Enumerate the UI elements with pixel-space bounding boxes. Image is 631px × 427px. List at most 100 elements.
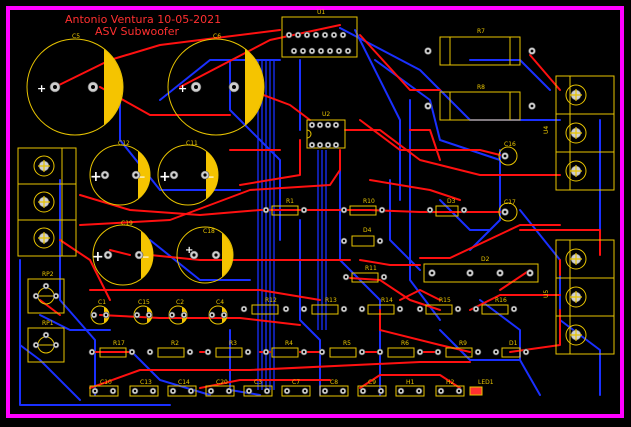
pad-hole (305, 33, 309, 37)
terminal-block-left (17, 147, 77, 257)
label-C20: C20 (216, 379, 228, 386)
pad-hole (426, 104, 430, 108)
screw-slot (570, 329, 582, 341)
small-caps-row: C1 C15 C2 C4 (90, 299, 228, 325)
pad-hole (44, 284, 48, 288)
pad-hole (284, 307, 288, 311)
pad-hole (222, 313, 226, 317)
pad-hole (418, 307, 422, 311)
pad-hole (418, 350, 422, 354)
pad-hole (104, 313, 108, 317)
pad-hole (318, 143, 322, 147)
bottom-caps-row: C10 C13 C14 C20 C3 C7 C8 C9 H1 H2 LED1 (89, 379, 494, 397)
pad-hole (530, 49, 534, 53)
pad-hole (247, 389, 251, 393)
plus-sign: + (159, 169, 171, 185)
pad-hole (188, 350, 192, 354)
pad-hole (209, 389, 213, 393)
terminal-screw (565, 286, 587, 308)
component-pads (32, 31, 587, 395)
terminal-screw (565, 248, 587, 270)
label-R11: R11 (365, 265, 377, 272)
label-C12: C12 (118, 140, 130, 147)
terminal-screw (565, 324, 587, 346)
pad-hole (378, 350, 382, 354)
capacitor-C18: + C18 (176, 226, 234, 284)
label-C8: C8 (330, 379, 338, 386)
pad-hole (246, 350, 250, 354)
pad-hole (292, 49, 296, 53)
pad-hole (210, 313, 214, 317)
pad-hole (530, 104, 534, 108)
label-H1: H1 (406, 379, 415, 386)
axial-parts: R1 R10 D3 D4 D2 R11 R12 R13 R14 R15 R16 … (99, 198, 539, 358)
pad-hole (503, 210, 507, 214)
label-R13: R13 (325, 297, 337, 304)
label-C4: C4 (216, 299, 224, 306)
pad-hole (302, 208, 306, 212)
label-R7: R7 (477, 28, 485, 35)
plus-sign: + (37, 82, 46, 95)
pad-hole (326, 143, 330, 147)
label-C16: C16 (504, 141, 516, 148)
pad-hole (439, 389, 443, 393)
label-R16: R16 (495, 297, 507, 304)
pad-hole (91, 85, 95, 89)
pad-hole (287, 33, 291, 37)
label-R1: R1 (286, 198, 294, 205)
pad-hole (265, 389, 269, 393)
pad-hole (341, 389, 345, 393)
pad-hole (310, 49, 314, 53)
pad-hole (342, 307, 346, 311)
pad-hole (172, 173, 176, 177)
label-R14: R14 (381, 297, 393, 304)
label-C3: C3 (254, 379, 262, 386)
pad-hole (133, 389, 137, 393)
pad-hole (111, 389, 115, 393)
pad-hole (360, 350, 364, 354)
label-C17: C17 (504, 199, 516, 206)
pad-hole (34, 294, 38, 298)
screw-slot (570, 89, 582, 101)
label-C7: C7 (292, 379, 300, 386)
screw-slot (570, 291, 582, 303)
label-C13: C13 (140, 379, 152, 386)
pad-hole (135, 313, 139, 317)
pad-hole (346, 49, 350, 53)
label-R4: R4 (285, 340, 293, 347)
project-line: ASV Subwoofer (95, 25, 180, 38)
pad-hole (378, 239, 382, 243)
pad-hole (494, 350, 498, 354)
pad-hole (462, 208, 466, 212)
plus-sign: + (90, 169, 102, 185)
terminal-screw (565, 122, 587, 144)
pad-hole (436, 350, 440, 354)
label-R10: R10 (363, 198, 375, 205)
label-R6: R6 (401, 340, 409, 347)
pad-hole (314, 33, 318, 37)
component-U1: U1 (281, 9, 358, 58)
capacitor-C17: C17 (498, 199, 518, 222)
capacitor-C6: + C6 (167, 33, 265, 136)
pad-hole (334, 143, 338, 147)
pad-hole (344, 275, 348, 279)
label-LED1: LED1 (478, 379, 494, 386)
pad-hole (361, 389, 365, 393)
pad-hole (296, 33, 300, 37)
pad-hole (382, 275, 386, 279)
label-C18: C18 (203, 228, 215, 235)
resistor-R7: R7 (439, 28, 521, 66)
pad-hole (264, 208, 268, 212)
screw-slot (38, 232, 50, 244)
label-RP1: RP1 (42, 320, 54, 327)
pad-hole (468, 271, 472, 275)
label-C19: C19 (121, 220, 133, 227)
screw-slot (38, 160, 50, 172)
label-C5: C5 (72, 33, 80, 40)
pad-hole (341, 33, 345, 37)
pad-hole (34, 343, 38, 347)
pad-hole (379, 389, 383, 393)
label-R12: R12 (265, 297, 277, 304)
pad-hole (318, 123, 322, 127)
top-copper-traces (39, 24, 601, 389)
